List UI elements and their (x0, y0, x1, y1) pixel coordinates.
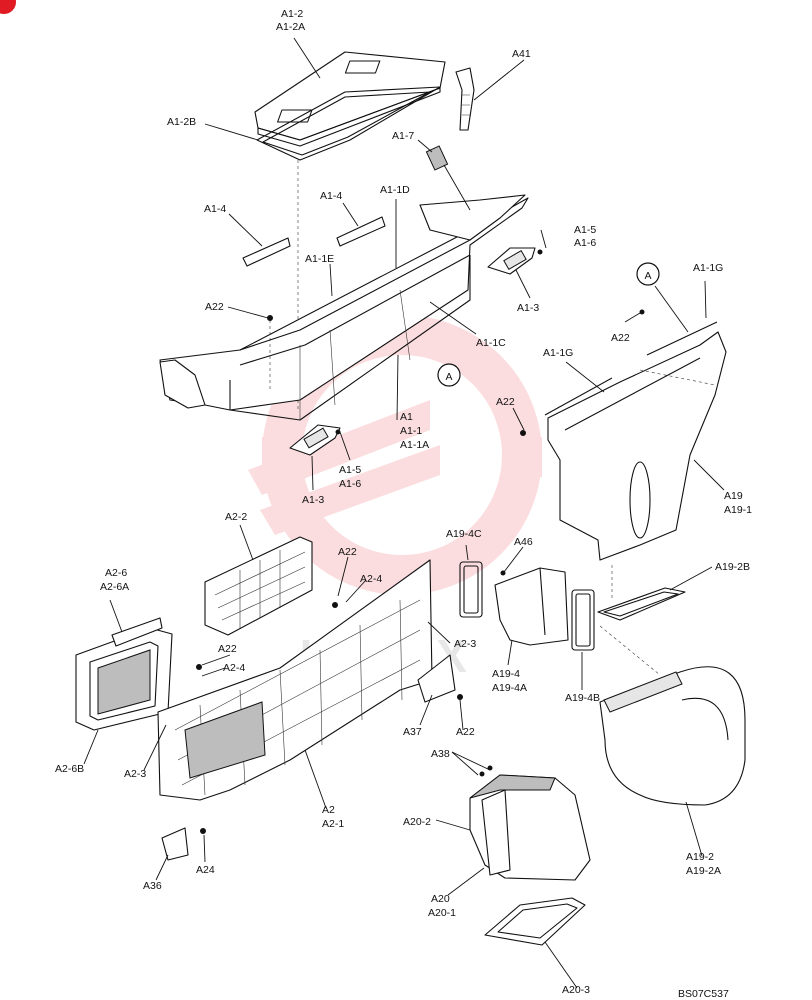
label-a20-2: A20-2 (403, 816, 431, 828)
svg-text:A: A (644, 270, 651, 282)
label-a2-3-right: A2-3 (454, 638, 476, 650)
svg-text:A: A (445, 371, 452, 383)
label-a1-2a: A1-2A (276, 21, 305, 33)
label-a2-4-top: A2-4 (360, 573, 382, 585)
label-a1-1g-right: A1-1G (693, 262, 723, 274)
label-a1-1c: A1-1C (476, 337, 506, 349)
label-a2-6a: A2-6A (100, 581, 129, 593)
label-a2-6: A2-6 (105, 567, 127, 579)
drawing-code: BS07C537 (678, 988, 729, 1000)
label-a22-top: A22 (205, 301, 224, 313)
part-a1-3-bottom-bracket (289, 424, 341, 456)
label-a1-1e: A1-1E (305, 253, 334, 265)
part-a1-2b-gasket (256, 86, 441, 161)
part-a1-4-mid-clip (336, 216, 386, 247)
part-a2-2-grille (204, 536, 313, 636)
label-a19-2a: A19-2A (686, 865, 721, 877)
part-a36-bracket (161, 827, 189, 861)
label-a1-2b: A1-2B (167, 116, 196, 128)
label-a24: A24 (196, 864, 215, 876)
part-a19-4 (494, 567, 569, 646)
label-a46: A46 (514, 536, 533, 548)
label-a1-2: A1-2 (281, 8, 303, 20)
part-a2-6-frame (75, 617, 173, 731)
label-a1-6-top: A1-6 (574, 237, 596, 249)
label-a22-lower: A22 (338, 546, 357, 558)
label-a2-6b: A2-6B (55, 763, 84, 775)
part-a1-3-top-bracket (487, 247, 536, 275)
label-a19: A19 (724, 490, 743, 502)
part-labels: A1-2 A1-2A A41 A1-2B A1-7 A1-4 A1-4 A1-1… (55, 8, 752, 1000)
label-a19-4c: A19-4C (446, 528, 482, 540)
label-a19-2b: A19-2B (715, 561, 750, 573)
part-a20-duct (469, 774, 591, 881)
label-a20-3: A20-3 (562, 984, 590, 996)
label-a38: A38 (431, 748, 450, 760)
label-a41: A41 (512, 48, 531, 60)
part-a19-2b-gasket (597, 587, 686, 621)
label-a1-4-mid: A1-4 (320, 190, 342, 202)
screws-group (196, 249, 645, 834)
label-a2-4-left: A2-4 (223, 662, 245, 674)
part-a19-4c (459, 561, 483, 618)
label-a19-4b: A19-4B (565, 692, 600, 704)
label-a1-7: A1-7 (392, 130, 414, 142)
label-a37: A37 (403, 726, 422, 738)
label-a1-3-bottom: A1-3 (302, 494, 324, 506)
label-a1: A1 (400, 411, 413, 423)
label-a1-1d: A1-1D (380, 184, 410, 196)
label-a22-lower-left: A22 (218, 643, 237, 655)
label-a2: A2 (322, 804, 335, 816)
label-a2-3-left: A2-3 (124, 768, 146, 780)
label-a1-5-top: A1-5 (574, 224, 596, 236)
part-a41-handle (455, 67, 475, 131)
part-a20-3-gasket (484, 897, 586, 946)
label-a1-1: A1-1 (400, 425, 422, 437)
leader-lines (83, 37, 725, 989)
label-a1-5-bottom: A1-5 (339, 464, 361, 476)
corner-logo-mark (0, 0, 16, 14)
callout-a-right: A (636, 262, 660, 286)
callout-a-top: A (437, 363, 461, 387)
part-a1-2-lid (254, 51, 446, 147)
label-a22-mid: A22 (496, 396, 515, 408)
part-a1-4-left-clip (242, 237, 291, 267)
part-a19-4b (571, 589, 595, 651)
label-a20: A20 (431, 893, 450, 905)
label-a1-1g-mid: A1-1G (543, 347, 573, 359)
label-a1-1a: A1-1A (400, 439, 429, 451)
label-a19-1: A19-1 (724, 504, 752, 516)
part-a2-main-grille (157, 559, 433, 801)
label-a20-1: A20-1 (428, 907, 456, 919)
label-a19-4: A19-4 (492, 668, 520, 680)
label-a2-2: A2-2 (225, 511, 247, 523)
label-a1-6-bottom: A1-6 (339, 478, 361, 490)
part-a37-bracket (417, 654, 456, 703)
label-a22-right-top: A22 (611, 332, 630, 344)
label-a19-4a: A19-4A (492, 682, 527, 694)
part-a19-duct (547, 331, 727, 600)
label-a19-2: A19-2 (686, 851, 714, 863)
label-a1-3-top: A1-3 (517, 302, 539, 314)
label-a2-1: A2-1 (322, 818, 344, 830)
part-a1-main-housing (159, 194, 529, 421)
part-a1-1g-rods (544, 321, 718, 416)
label-a36: A36 (143, 880, 162, 892)
part-a19-2-elbow-duct (599, 666, 746, 806)
label-a22-bracket: A22 (456, 726, 475, 738)
label-a1-4-left: A1-4 (204, 203, 226, 215)
